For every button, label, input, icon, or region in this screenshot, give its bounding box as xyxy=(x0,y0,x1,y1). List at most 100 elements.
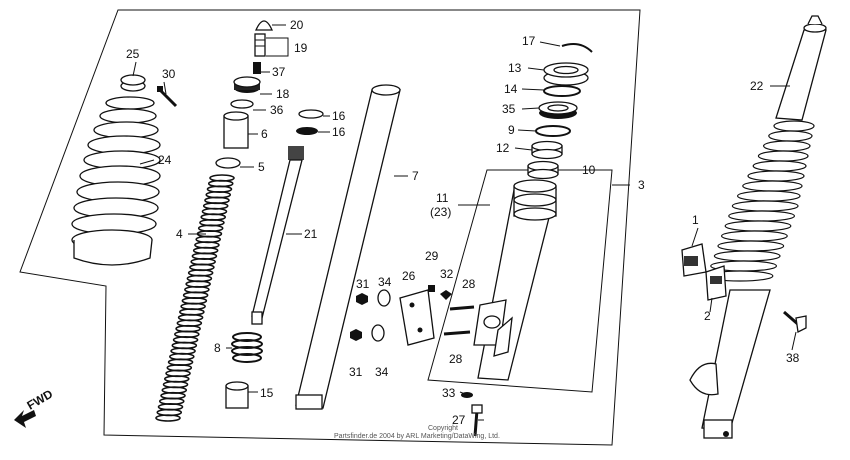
label-11-alt: (23) xyxy=(430,205,451,219)
nut-31-bottom xyxy=(350,329,362,341)
boot-fold xyxy=(773,120,815,132)
label-26: 26 xyxy=(402,269,416,283)
label-13: 13 xyxy=(508,61,522,75)
dust-seal-13 xyxy=(543,62,589,86)
retaining-clip-14 xyxy=(543,85,581,97)
label-29: 29 xyxy=(425,249,439,263)
label-19: 19 xyxy=(294,41,308,55)
copyright-note: Copyright Partsfinder.de 2004 by ARL Mar… xyxy=(334,425,500,440)
label-30: 30 xyxy=(162,67,176,81)
label-25: 25 xyxy=(126,47,140,61)
label-12: 12 xyxy=(496,141,510,155)
label-28-top: 28 xyxy=(462,277,476,291)
o-ring-16-top xyxy=(298,109,324,119)
label-24: 24 xyxy=(158,153,172,167)
assembly-panel-outline xyxy=(19,9,641,446)
boot-fold xyxy=(728,210,795,222)
svg-text:Partsfinder.de 2004 by ARL Mar: Partsfinder.de 2004 by ARL Marketing/Dat… xyxy=(334,433,500,440)
label-16-bottom: 16 xyxy=(332,125,346,139)
stud-28-bottom xyxy=(443,330,471,336)
label-35: 35 xyxy=(502,102,516,116)
label-21: 21 xyxy=(304,227,318,241)
boot-fold xyxy=(757,150,809,162)
boot-fold xyxy=(724,220,792,232)
boot-fold xyxy=(752,160,807,172)
label-15: 15 xyxy=(260,386,274,400)
cap-bolt-18 xyxy=(233,76,261,93)
label-8: 8 xyxy=(214,341,221,355)
fork-tube-7 xyxy=(295,84,401,410)
forward-arrow: FWD xyxy=(14,387,55,428)
label-37: 37 xyxy=(272,65,286,79)
oil-lock-piece-15 xyxy=(225,381,249,409)
label-20: 20 xyxy=(290,18,304,32)
valve-cap-20 xyxy=(254,20,274,31)
guide-bushing-12 xyxy=(531,140,563,160)
oil-seal-35 xyxy=(538,101,578,119)
label-33: 33 xyxy=(442,386,456,400)
label-17: 17 xyxy=(522,34,536,48)
label-22: 22 xyxy=(750,79,764,93)
label-3: 3 xyxy=(638,178,645,192)
nut-31-top xyxy=(356,293,368,305)
bleed-screw-29 xyxy=(428,285,435,292)
washer-34-top xyxy=(377,289,391,307)
boot-fold xyxy=(747,170,805,182)
boot-fold xyxy=(762,140,811,152)
washer-34-bottom xyxy=(371,324,385,342)
part-number-labels: 25 30 24 4 5 6 36 18 37 19 20 16 16 7 21… xyxy=(126,18,800,427)
label-28-bottom: 28 xyxy=(449,352,463,366)
label-14: 14 xyxy=(504,82,518,96)
o-ring-16-bottom xyxy=(296,127,318,135)
leader-lines xyxy=(132,24,797,421)
label-18: 18 xyxy=(276,87,290,101)
boot-fold xyxy=(731,200,799,212)
label-10: 10 xyxy=(582,163,596,177)
stud-28-top xyxy=(449,305,475,311)
boot-fold xyxy=(742,180,803,192)
label-31-top: 31 xyxy=(356,277,370,291)
bracket-2 xyxy=(705,265,727,301)
label-34-top: 34 xyxy=(378,275,392,289)
fork-spring xyxy=(155,174,235,422)
complete-fork-22 xyxy=(689,15,827,439)
label-16-top: 16 xyxy=(332,109,346,123)
label-11: 11 xyxy=(436,191,449,205)
fork-slider-11 xyxy=(473,179,557,381)
boot-fold xyxy=(717,240,785,252)
label-38: 38 xyxy=(786,351,800,365)
bracket-1 xyxy=(681,243,707,277)
label-2: 2 xyxy=(704,309,711,323)
spring-coil xyxy=(155,414,181,422)
spacer-6 xyxy=(223,111,249,149)
bolt-38 xyxy=(783,310,807,333)
label-4: 4 xyxy=(176,227,183,241)
label-6: 6 xyxy=(261,127,268,141)
label-5: 5 xyxy=(258,160,265,174)
label-34-bottom: 34 xyxy=(375,365,389,379)
rebound-spring-8 xyxy=(231,332,263,363)
label-7: 7 xyxy=(412,169,419,183)
boot-fold xyxy=(713,250,781,262)
o-ring-36 xyxy=(230,99,254,109)
bolt-30 xyxy=(157,86,178,108)
circlip-17 xyxy=(561,43,593,53)
fork-boot xyxy=(71,96,161,266)
washer-5 xyxy=(215,157,241,169)
label-27: 27 xyxy=(452,413,466,427)
label-9: 9 xyxy=(508,123,515,137)
slider-bushing-10 xyxy=(527,160,559,180)
label-1: 1 xyxy=(692,213,699,227)
label-36: 36 xyxy=(270,103,284,117)
boot-fold xyxy=(721,230,788,242)
label-32: 32 xyxy=(440,267,454,281)
boot-top-seal xyxy=(120,74,146,92)
valve-37 xyxy=(253,62,261,74)
washer-32 xyxy=(440,290,452,300)
boot-fold xyxy=(736,190,801,202)
backup-ring-9 xyxy=(535,125,571,137)
axle-holder-26 xyxy=(399,289,435,346)
air-valve-19 xyxy=(254,33,266,57)
damper-rod-21 xyxy=(251,146,304,325)
